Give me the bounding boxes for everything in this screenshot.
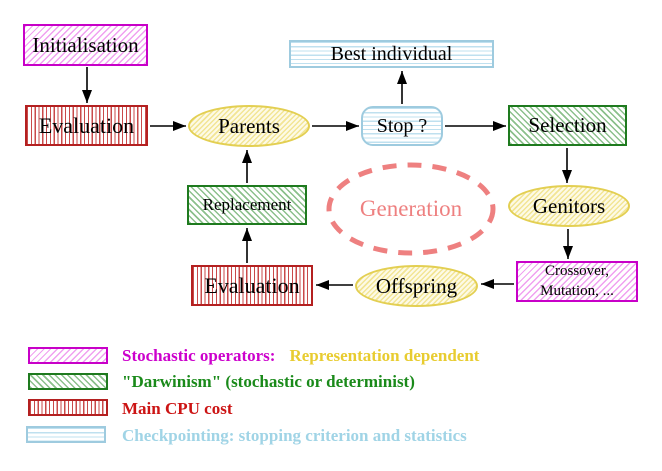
mutation-line: Mutation, ...: [540, 282, 614, 299]
node-replacement: Replacement: [187, 185, 307, 225]
legend-swatch-checkpointing: [26, 426, 106, 443]
legend-row-checkpointing: Checkpointing: stopping criterion and st…: [122, 426, 467, 445]
node-parents: Parents: [188, 105, 310, 147]
node-stop: Stop ?: [361, 106, 443, 146]
crossover-mutation-lines: Crossover, Mutation, ...: [540, 262, 614, 301]
node-genitors: Genitors: [508, 185, 630, 227]
legend-row-main-cpu-cost: Main CPU cost: [122, 399, 233, 418]
generation-label: Generation: [359, 196, 463, 221]
legend-row-stochastic-operators: Stochastic operators: Representation depe…: [122, 346, 479, 366]
legend-swatch-main-cpu-cost: [28, 399, 108, 416]
legend-swatch-darwinism: [28, 373, 108, 390]
node-initialisation: Initialisation: [23, 24, 148, 66]
node-best-individual: Best individual: [289, 40, 494, 68]
legend-label-representation-dependent: Representation dependent: [289, 346, 480, 365]
crossover-line: Crossover,: [545, 263, 609, 279]
legend-label-stochastic-operators: Stochastic operators:: [122, 346, 276, 365]
node-evaluation-top: Evaluation: [25, 105, 148, 146]
node-crossover-mutation: Crossover, Mutation, ...: [516, 261, 638, 302]
legend-swatch-stochastic-operators: [28, 347, 108, 364]
node-selection: Selection: [508, 105, 627, 146]
node-offspring: Offspring: [355, 265, 478, 307]
node-evaluation-bottom: Evaluation: [191, 265, 313, 306]
legend-row-darwinism: "Darwinism" (stochastic or determinist): [122, 372, 415, 391]
